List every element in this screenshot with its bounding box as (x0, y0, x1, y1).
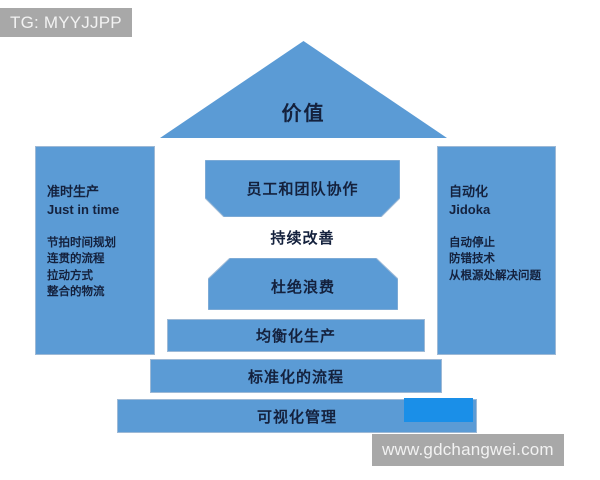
label-kaizen: 持续改善 (270, 230, 335, 247)
block-teamwork: 员工和团队协作 (205, 160, 400, 217)
block-waste-label: 杜绝浪费 (270, 279, 335, 296)
watermark-top-left: TG: MYYJJPP (0, 8, 132, 37)
base-bar-standardized-process-label: 标准化的流程 (247, 368, 344, 386)
pillar-left-body: 节拍时间规划 连贯的流程 拉动方式 整合的物流 (47, 236, 116, 298)
pillar-right-title: 自动化 Jidoka (449, 184, 491, 217)
selection-highlight-overlay (404, 398, 473, 422)
base-bar-standardized-process: 标准化的流程 (150, 359, 442, 393)
watermark-bottom-right: www.gdchangwei.com (372, 434, 564, 466)
pillar-left-title: 准时生产 Just in time (47, 184, 120, 217)
pillar-just-in-time: 准时生产 Just in time 节拍时间规划 连贯的流程 拉动方式 整合的物… (35, 146, 155, 355)
pillar-right-body: 自动停止 防错技术 从根源处解决问题 (449, 236, 541, 282)
block-teamwork-label: 员工和团队协作 (246, 181, 359, 198)
roof-triangle: 价值 (160, 41, 447, 139)
base-bar-heijunka-label: 均衡化生产 (255, 328, 336, 345)
block-waste-elimination: 杜绝浪费 (208, 258, 398, 310)
base-bar-visual-management-label: 可视化管理 (256, 408, 337, 426)
base-bar-heijunka: 均衡化生产 (167, 319, 425, 352)
pillar-jidoka: 自动化 Jidoka 自动停止 防错技术 从根源处解决问题 (437, 146, 556, 355)
roof-label: 价值 (281, 103, 326, 125)
